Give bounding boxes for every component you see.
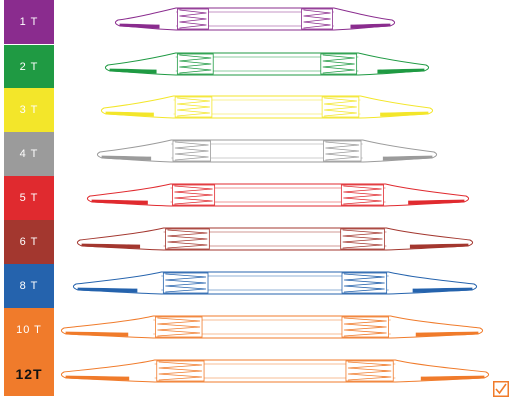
stitch-zigzag — [343, 317, 387, 337]
sling-eye-hatch — [109, 68, 157, 74]
sling-eye-hatch — [408, 199, 465, 205]
capacity-row[interactable]: 3 T — [0, 88, 515, 132]
sling-eye-hatch — [350, 23, 391, 29]
sling-illustration — [72, 271, 478, 295]
sling-eye-hatch — [420, 375, 485, 381]
stitch-zigzag — [347, 361, 392, 381]
checkbox-checked-icon[interactable] — [493, 381, 509, 397]
capacity-row[interactable]: 10 T — [0, 308, 515, 352]
stitch-zigzag — [179, 9, 207, 29]
sling-eye-hatch — [81, 243, 141, 249]
sling-illustration — [60, 359, 490, 383]
sling-eye-hatch — [412, 287, 473, 293]
sling-eye-hatch — [101, 155, 152, 161]
stitch-zigzag — [177, 97, 210, 117]
sling-eye-hatch — [65, 375, 130, 381]
capacity-swatch[interactable]: 8 T — [4, 264, 54, 308]
sling-eye-hatch — [65, 331, 129, 337]
stitch-zigzag — [343, 273, 385, 293]
sling-eye-hatch — [415, 331, 479, 337]
stitch-zigzag — [322, 54, 355, 74]
stitch-zigzag — [179, 54, 212, 74]
capacity-row[interactable]: 5 T — [0, 176, 515, 220]
capacity-swatch[interactable]: 12T — [4, 352, 54, 396]
sling-illustration — [76, 227, 474, 251]
capacity-swatch[interactable]: 6 T — [4, 220, 54, 264]
stitch-zigzag — [174, 185, 213, 205]
sling-eye-hatch — [119, 23, 160, 29]
capacity-row[interactable]: 2 T — [0, 45, 515, 89]
capacity-swatch[interactable]: 1 T — [4, 0, 54, 44]
capacity-row[interactable]: 1 T — [0, 0, 515, 44]
sling-eye-hatch — [91, 199, 148, 205]
sling-eye-hatch — [77, 287, 138, 293]
stitch-zigzag — [157, 317, 201, 337]
sling-eye-hatch — [105, 111, 154, 117]
stitch-zigzag — [342, 229, 383, 249]
sling-eye-hatch — [382, 155, 433, 161]
stitch-zigzag — [158, 361, 203, 381]
capacity-swatch[interactable]: 3 T — [4, 88, 54, 132]
sling-eye-hatch — [409, 243, 469, 249]
sling-illustration — [96, 139, 438, 163]
capacity-row[interactable]: 12T — [0, 352, 515, 396]
sling-illustration — [60, 315, 484, 339]
stitch-zigzag — [174, 141, 209, 161]
sling-illustration — [86, 183, 470, 207]
capacity-row[interactable]: 8 T — [0, 264, 515, 308]
capacity-row[interactable]: 4 T — [0, 132, 515, 176]
capacity-swatch[interactable]: 10 T — [4, 308, 54, 352]
stitch-zigzag — [325, 141, 360, 161]
capacity-swatch[interactable]: 2 T — [4, 45, 54, 89]
stitch-zigzag — [167, 229, 208, 249]
sling-eye-hatch — [380, 111, 429, 117]
stitch-zigzag — [303, 9, 331, 29]
sling-illustration — [114, 7, 396, 31]
capacity-swatch[interactable]: 4 T — [4, 132, 54, 176]
stitch-zigzag — [165, 273, 207, 293]
capacity-row[interactable]: 6 T — [0, 220, 515, 264]
sling-illustration — [104, 52, 430, 76]
stitch-zigzag — [343, 185, 382, 205]
capacity-swatch[interactable]: 5 T — [4, 176, 54, 220]
sling-eye-hatch — [377, 68, 425, 74]
stitch-zigzag — [324, 97, 357, 117]
sling-illustration — [100, 95, 434, 119]
